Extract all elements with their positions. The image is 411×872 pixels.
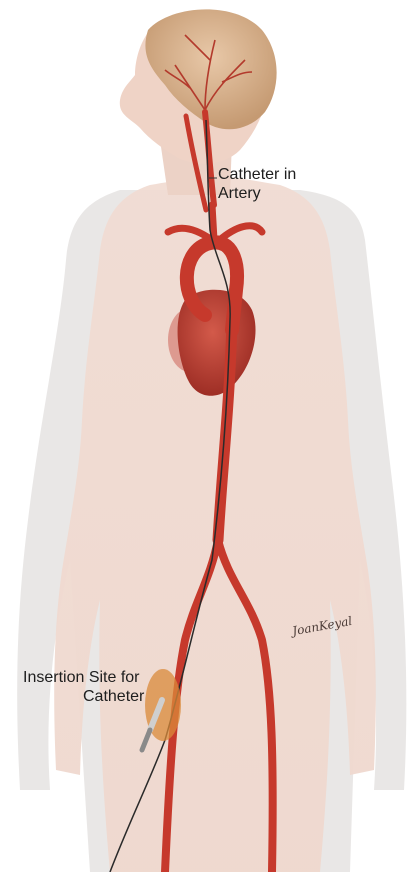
insertion-label-line1: Insertion Site for [23,668,144,687]
catheter-label-line2: Artery [218,184,296,203]
catheter-label-line1: Catheter in [218,165,296,184]
insertion-site-label: Insertion Site for Catheter [23,668,144,706]
insertion-label-line2: Catheter [23,687,144,706]
catheter-in-artery-label: Catheter in Artery [218,165,296,203]
